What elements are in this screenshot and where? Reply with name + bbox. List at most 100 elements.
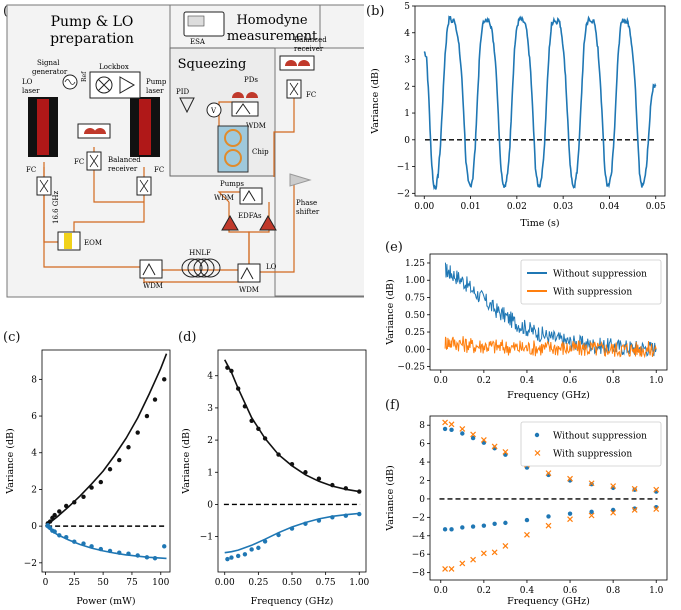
x-tick-label: 0.00 xyxy=(215,578,235,588)
wdm-sq-icon xyxy=(231,101,259,117)
data-point xyxy=(470,556,477,563)
balanced-receiver-top xyxy=(279,55,315,71)
data-point xyxy=(126,551,131,556)
data-point xyxy=(545,470,552,477)
freq-label: 16.6 GHz xyxy=(52,190,60,224)
y-tick-label: −2 xyxy=(412,513,425,523)
y-tick-label: 6 xyxy=(31,412,37,422)
data-point xyxy=(330,482,335,488)
y-tick-label: 4 xyxy=(31,449,37,459)
x-tick-label: 100 xyxy=(152,578,169,588)
data-point xyxy=(81,541,86,546)
chart-frame xyxy=(414,5,666,197)
data-point xyxy=(276,532,281,538)
wdm-bottom-right-label: WDM xyxy=(239,286,259,294)
setup-schematic: Pump & LO preparation Homodyne measureme… xyxy=(6,4,364,298)
lockbox-label: Lockbox xyxy=(99,63,129,71)
y-tick-label: 6 xyxy=(419,440,425,450)
pd-top-2 xyxy=(298,60,310,66)
data-point xyxy=(343,486,349,491)
chart-frame xyxy=(217,349,367,573)
data-point xyxy=(52,512,57,518)
balanced-receiver-top-label-2: receiver xyxy=(294,45,324,53)
data-point xyxy=(610,509,617,516)
x-tick-label: 0.8 xyxy=(606,586,621,596)
data-point xyxy=(89,485,94,490)
data-point xyxy=(72,500,77,505)
phase-shifter-label: Phase xyxy=(296,199,317,207)
data-point xyxy=(289,526,295,531)
data-point xyxy=(162,377,167,382)
legend-label: With suppression xyxy=(553,450,632,460)
data-point xyxy=(126,445,131,450)
data-point xyxy=(502,542,509,549)
data-point xyxy=(567,511,573,516)
hnlf-coil-icon xyxy=(181,258,221,278)
data-point xyxy=(229,555,234,560)
y-tick-label: −2 xyxy=(397,189,410,199)
data-point xyxy=(162,544,167,549)
mixer-cross xyxy=(98,79,110,91)
x-tick-label: 0.0 xyxy=(434,586,449,596)
chart-frame xyxy=(429,253,668,371)
data-point xyxy=(225,556,230,562)
x-tick-label: 0.03 xyxy=(553,202,573,212)
ring-2 xyxy=(224,149,242,167)
y-axis-label: Variance (dB) xyxy=(385,279,396,345)
data-point xyxy=(524,531,530,538)
data-point xyxy=(470,435,476,441)
y-tick-label: 0.50 xyxy=(405,311,425,321)
data-point xyxy=(316,476,322,481)
data-point xyxy=(81,494,86,499)
homodyne-title-2: measurement xyxy=(227,29,318,44)
data-point xyxy=(632,487,637,492)
data-point xyxy=(52,529,57,534)
pumps-label: Pumps xyxy=(220,180,244,188)
data-point xyxy=(64,503,69,509)
x-tick-label: 1.00 xyxy=(349,578,369,588)
balanced-receiver-top-label: Balanced xyxy=(294,36,327,44)
data-point xyxy=(653,486,660,493)
data-point xyxy=(235,386,241,391)
x-axis-label: Frequency (GHz) xyxy=(251,596,334,607)
fc-left-label: FC xyxy=(26,166,36,174)
legend-box xyxy=(520,259,662,305)
data-point xyxy=(653,506,660,512)
data-point xyxy=(460,431,465,436)
lo-laser-label-2: laser xyxy=(22,87,40,95)
balanced-receiver-label: Balanced xyxy=(108,156,141,164)
data-point xyxy=(152,556,158,561)
data-point xyxy=(631,485,638,492)
data-point xyxy=(343,513,349,518)
x-tick-label: 0.2 xyxy=(477,586,491,596)
edfas-label: EDFAs xyxy=(238,212,262,220)
x-tick-label: 0.01 xyxy=(461,202,481,212)
x-tick-label: 25 xyxy=(69,578,81,588)
data-point xyxy=(460,525,465,530)
y-tick-label: 1 xyxy=(404,109,410,119)
x-axis-label: Power (mW) xyxy=(76,596,135,607)
ref-label: Ref xyxy=(81,71,88,82)
data-point xyxy=(235,553,241,559)
data-point xyxy=(459,560,466,567)
legend-label: Without suppression xyxy=(553,270,647,280)
data-point xyxy=(442,527,448,532)
y-tick-label: 0 xyxy=(419,495,425,505)
sine-glyph xyxy=(64,79,76,85)
x-axis-label: Frequency (GHz) xyxy=(507,596,590,607)
y-tick-label: 5 xyxy=(404,2,410,12)
data-point xyxy=(448,566,455,572)
data-point xyxy=(492,521,497,526)
data-point xyxy=(357,511,362,517)
data-point xyxy=(502,449,509,455)
y-tick-label: 0.25 xyxy=(405,328,425,338)
x-tick-label: 0.0 xyxy=(434,376,449,386)
y-axis-label: Variance (dB) xyxy=(385,465,396,531)
lo-laser-label: LO xyxy=(22,78,33,86)
pd-sq-2 xyxy=(246,92,258,98)
x-tick-label: 0 xyxy=(43,578,49,588)
x-tick-label: 0.6 xyxy=(563,586,578,596)
data-point xyxy=(107,548,113,554)
mixer-icon xyxy=(95,76,113,94)
